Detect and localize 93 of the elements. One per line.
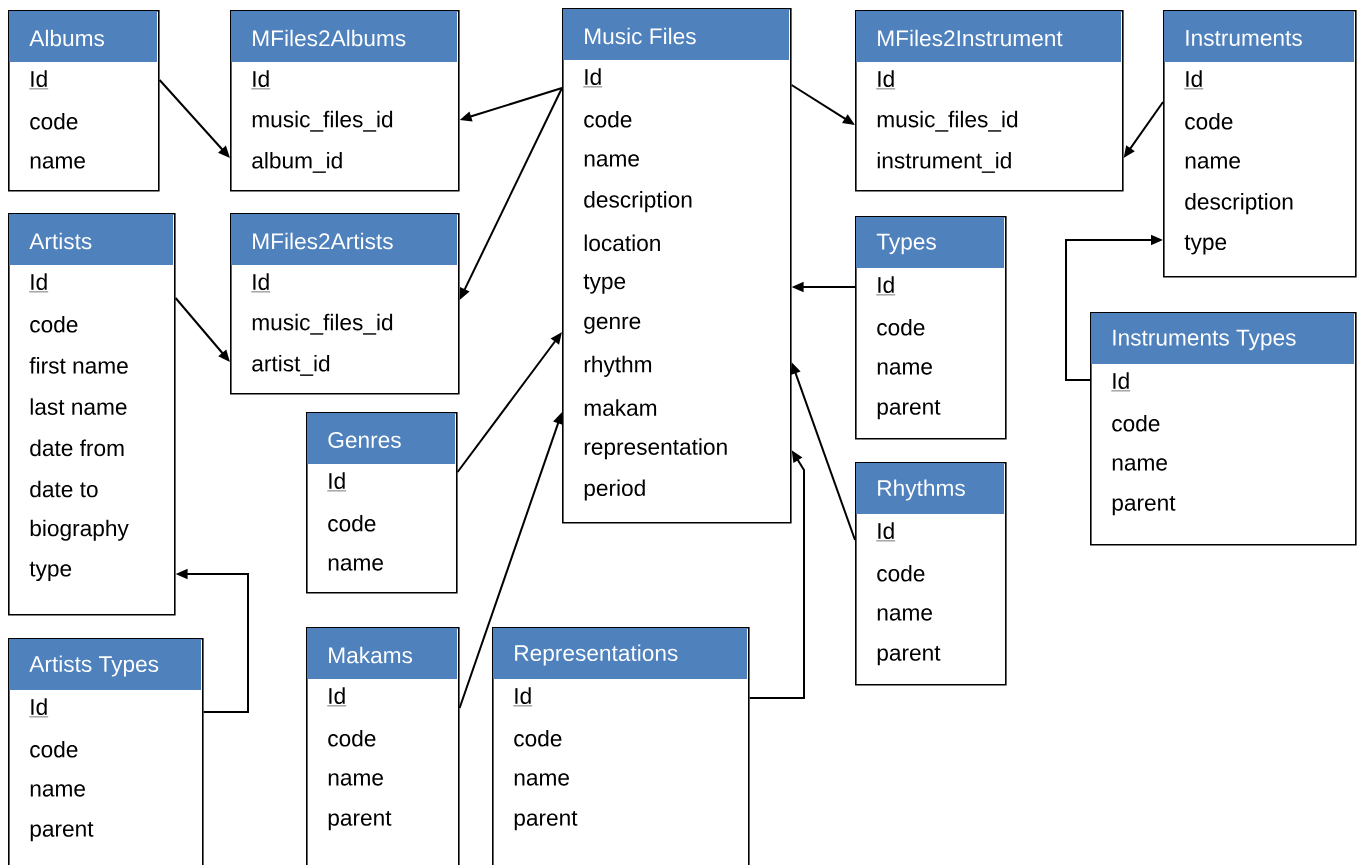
field-name: name: [1112, 458, 1167, 471]
key-field: Id: [29, 70, 49, 90]
field-name: code: [328, 729, 376, 747]
table-header: Music Files: [563, 9, 789, 60]
field-name: date from: [30, 439, 124, 457]
field-name: code: [30, 112, 78, 130]
table-header: MFiles2Albums: [231, 11, 457, 62]
key-field: Id: [583, 68, 603, 88]
field-name: album_id: [252, 151, 342, 173]
table: [1163, 10, 1357, 278]
table: [562, 8, 792, 524]
field-name: parent: [877, 645, 941, 666]
table: [230, 213, 460, 395]
field-name: period: [584, 479, 645, 501]
table: [1090, 312, 1357, 546]
key-field: Id: [251, 70, 271, 90]
field-name: parent: [328, 810, 392, 831]
table: [306, 627, 460, 865]
key-field: Id: [513, 687, 533, 707]
field-name: name: [584, 154, 639, 167]
table: [306, 412, 458, 594]
table-header: Genres: [307, 413, 455, 464]
field-name: name: [877, 608, 932, 621]
field-name: name: [877, 362, 932, 375]
field-name: genre: [584, 316, 641, 334]
key-field: Id: [876, 70, 896, 90]
key-field: Id: [327, 472, 347, 492]
field-name: biography: [30, 519, 129, 541]
table-header: Albums: [9, 11, 157, 62]
table: [855, 462, 1007, 686]
field-name: code: [30, 740, 78, 758]
key-field: Id: [251, 273, 271, 293]
field-name: code: [1112, 414, 1160, 432]
table: [8, 213, 176, 616]
key-field: Id: [876, 522, 896, 542]
table-header: Instruments Types: [1091, 313, 1354, 364]
field-name: name: [514, 773, 569, 786]
field-name: makam: [584, 399, 657, 416]
table-header: MFiles2Instrument: [856, 11, 1121, 62]
table-header: MFiles2Artists: [231, 214, 457, 265]
table: [492, 627, 750, 865]
key-field: Id: [29, 273, 49, 293]
field-name: music_files_id: [252, 313, 393, 335]
table-header: Instruments: [1164, 11, 1354, 62]
field-name: rhythm: [584, 355, 652, 377]
field-name: code: [584, 110, 632, 128]
table-header: Types: [856, 217, 1004, 268]
field-name: name: [30, 784, 85, 797]
table: [855, 10, 1124, 192]
field-name: code: [877, 318, 925, 336]
field-name: name: [328, 558, 383, 571]
field-name: type: [29, 561, 72, 582]
field-name: date to: [30, 480, 98, 498]
table-header: Artists Types: [9, 639, 201, 690]
field-name: parent: [1112, 495, 1176, 516]
field-name: code: [328, 514, 376, 532]
key-field: Id: [327, 687, 347, 707]
field-name: name: [328, 773, 383, 786]
table-header: Makams: [307, 628, 457, 679]
table: [230, 10, 460, 192]
field-name: name: [1185, 156, 1240, 169]
table: [8, 638, 204, 865]
key-field: Id: [29, 698, 49, 718]
arrow: [158, 79, 230, 158]
field-name: code: [514, 729, 562, 747]
field-name: type: [1184, 235, 1227, 255]
field-name: representation: [584, 438, 727, 460]
table: [8, 10, 160, 192]
field-name: parent: [30, 821, 94, 842]
field-name: parent: [514, 810, 578, 831]
field-name: code: [1185, 112, 1233, 130]
field-name: location: [584, 234, 660, 252]
arrow: [174, 297, 230, 362]
key-field: Id: [1111, 372, 1131, 392]
field-name: instrument_id: [877, 151, 1011, 173]
field-name: last name: [30, 398, 127, 415]
key-field: Id: [1184, 70, 1204, 90]
field-name: type: [583, 274, 626, 294]
field-name: code: [877, 564, 925, 582]
table-header: Representations: [493, 628, 747, 679]
field-name: description: [1185, 193, 1293, 215]
field-name: first name: [29, 357, 128, 374]
field-name: music_files_id: [252, 110, 393, 132]
field-name: code: [30, 315, 78, 333]
field-name: description: [584, 191, 692, 213]
field-name: music_files_id: [877, 110, 1018, 132]
field-name: artist_id: [252, 354, 330, 376]
table-header: Artists: [9, 214, 173, 265]
key-field: Id: [876, 276, 896, 296]
table: [855, 216, 1007, 440]
field-name: name: [30, 156, 85, 169]
table-header: Rhythms: [856, 463, 1004, 514]
field-name: parent: [877, 399, 941, 420]
